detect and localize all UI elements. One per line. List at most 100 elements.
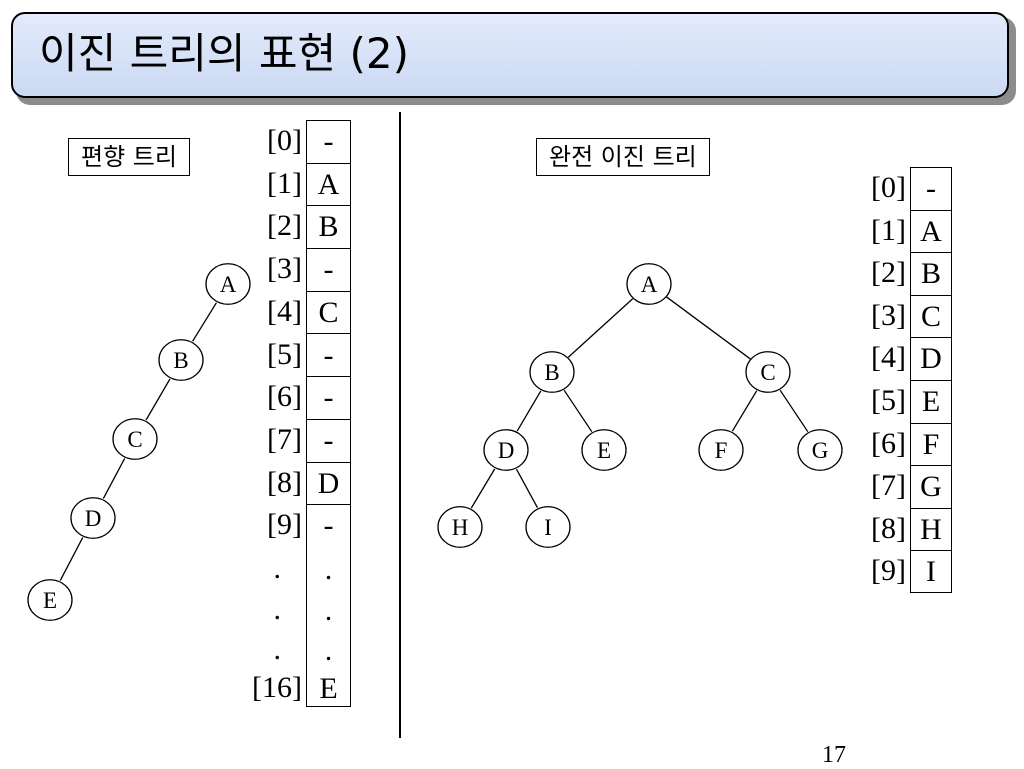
right-node-E: E (581, 429, 627, 471)
right-node-circle-G (797, 429, 843, 471)
left-array-value-4: C (307, 292, 350, 335)
left-array-index-5: [5] (267, 337, 302, 371)
right-node-label-C: C (760, 360, 775, 385)
left-node-circle-A (205, 263, 251, 305)
left-array-value-7: - (307, 420, 350, 463)
left-edge-C-D (102, 458, 126, 499)
left-array-index-10: . (273, 552, 282, 585)
left-array-value-9: - (323, 509, 334, 543)
right-edge-B-D (516, 390, 542, 432)
right-node-D: D (483, 429, 529, 471)
column-divider (399, 112, 401, 738)
page-number: 17 (822, 742, 846, 768)
left-array-index-12: . (273, 633, 282, 666)
complete-tree-diagram: A B C D E F G H I (437, 263, 843, 548)
right-array-value-7: G (911, 466, 951, 509)
left-array-value-11: . (324, 594, 333, 627)
right-array-value-6: F (911, 424, 951, 467)
left-array-value-0: - (307, 121, 350, 164)
right-node-label-A: A (641, 272, 658, 297)
left-node-circle-E (27, 579, 73, 621)
right-node-label-G: G (812, 438, 829, 463)
right-array-index-2: [2] (871, 256, 906, 290)
right-array-index-9: [9] (871, 554, 906, 588)
right-array-index-4: [4] (871, 341, 906, 375)
right-edge-D-I (515, 469, 539, 508)
left-node-label-D: D (85, 506, 102, 531)
left-node-label-A: A (220, 272, 237, 297)
right-node-label-D: D (498, 438, 515, 463)
right-array-value-1: A (911, 211, 951, 254)
left-edge-D-E (59, 537, 84, 581)
right-edge-A-B (567, 298, 634, 358)
right-node-label-E: E (597, 438, 611, 463)
right-array-value-2: B (911, 253, 951, 296)
left-array-value-10: . (324, 553, 333, 586)
left-edge-B-C (145, 378, 171, 421)
left-node-circle-D (70, 497, 116, 539)
right-node-label-I: I (544, 515, 552, 540)
left-node-A: A (205, 263, 251, 305)
right-array-index-5: [5] (871, 384, 906, 417)
slide-title: 이진 트리의 표현 (2) (39, 29, 410, 78)
left-array-index-9: [9] (267, 508, 302, 542)
left-node-label-C: C (127, 427, 142, 452)
right-node-H: H (437, 506, 483, 548)
skewed-tree-label: 편향 트리 (68, 138, 190, 176)
right-edge-B-E (563, 389, 593, 433)
right-array-index-1: [1] (871, 213, 906, 247)
right-node-circle-E (581, 429, 627, 471)
complete-tree-label: 완전 이진 트리 (536, 138, 710, 176)
right-edge-C-F (731, 390, 758, 432)
left-array-index-1: [1] (267, 166, 302, 200)
right-array-index-7: [7] (871, 469, 906, 503)
left-node-label-E: E (43, 588, 57, 613)
left-edge-A-B (192, 302, 217, 342)
left-array-index-4: [4] (267, 294, 302, 328)
left-array-value-8: D (307, 463, 350, 506)
left-node-circle-B (158, 339, 204, 381)
title-banner: 이진 트리의 표현 (2) (11, 12, 1009, 98)
right-array-value-5: E (911, 381, 951, 424)
left-array-index-11: . (273, 593, 282, 626)
left-node-B: B (158, 339, 204, 381)
left-array-value-1: A (307, 164, 350, 207)
left-array-index-6: [6] (267, 380, 302, 414)
left-array-value-6: - (307, 377, 350, 420)
right-array-value-9: I (926, 555, 936, 589)
right-array-value-0: - (911, 168, 951, 211)
right-node-G: G (797, 429, 843, 471)
right-node-circle-F (698, 429, 744, 471)
right-array-value-4: D (911, 338, 951, 381)
right-node-B: B (529, 351, 575, 393)
right-array-value-8: H (911, 509, 951, 552)
right-node-circle-I (525, 506, 571, 548)
left-array-index-13: [16] (252, 671, 302, 704)
left-array-value-3: - (307, 249, 350, 292)
left-array-value-13: E (319, 672, 338, 705)
right-node-circle-A (626, 263, 672, 305)
right-node-label-F: F (715, 438, 728, 463)
right-edge-C-G (779, 389, 809, 433)
skewed-tree-diagram: A B C D E (27, 263, 251, 621)
right-array-index-6: [6] (871, 426, 906, 460)
right-node-circle-D (483, 429, 529, 471)
left-array-value-5: - (307, 335, 350, 378)
left-array-index-2: [2] (267, 209, 302, 243)
right-node-circle-H (437, 506, 483, 548)
left-array-index-7: [7] (267, 422, 302, 456)
right-node-F: F (698, 429, 744, 471)
left-node-C: C (112, 418, 158, 460)
right-node-label-H: H (452, 515, 469, 540)
right-array-index-3: [3] (871, 298, 906, 332)
right-edge-A-C (666, 296, 751, 360)
left-node-circle-C (112, 418, 158, 460)
right-node-I: I (525, 506, 571, 548)
right-node-circle-C (745, 351, 791, 393)
right-node-C: C (745, 351, 791, 393)
left-array-value-2: B (307, 206, 350, 250)
left-array-index-0: [0] (267, 124, 302, 157)
